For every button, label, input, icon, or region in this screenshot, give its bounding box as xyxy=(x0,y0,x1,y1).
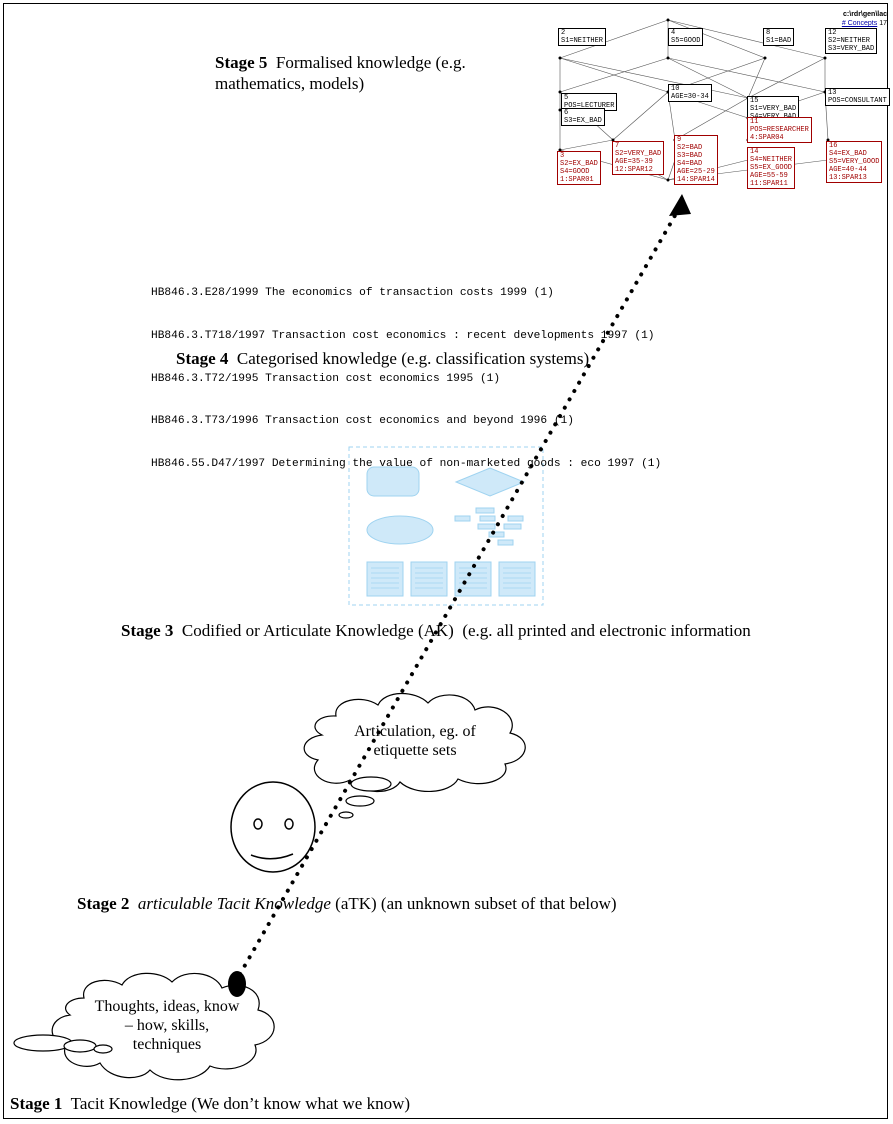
stage-3-text: Codified or Articulate Knowledge (AK) (e… xyxy=(181,621,751,640)
concepts-link[interactable]: # Concepts xyxy=(841,20,878,27)
catalogue-line: HB846.3.E28/1999 The economics of transa… xyxy=(151,287,554,300)
lattice-node-6: 6 S3=EX_BAD xyxy=(561,108,605,126)
lattice-header: c:\rdr\gen\lac # Concepts 17 xyxy=(842,10,887,28)
lattice-node-13: 13 POS=CONSULTANT xyxy=(825,88,890,106)
articulation-cloud-text: Articulation, eg. of etiquette sets xyxy=(354,723,476,759)
start-dot xyxy=(228,971,246,997)
thoughts-cloud-text: Thoughts, ideas, know – how, skills, tec… xyxy=(94,998,240,1053)
stage-2-caption: Stage 2 articulable Tacit Knowledge (aTK… xyxy=(77,893,797,914)
stage-4-text: Categorised knowledge (e.g. classificati… xyxy=(236,349,590,368)
codified-text-lines xyxy=(371,567,531,589)
catalogue-line: HB846.3.T718/1997 Transaction cost econo… xyxy=(151,330,655,342)
lattice-node-8: 8 S1=BAD xyxy=(763,28,795,46)
lattice-node-14: 14 S4=NEITHER S5=EX_GOOD AGE=55-59 11:SP… xyxy=(747,147,796,189)
stage-2-label: Stage 2 xyxy=(77,894,130,913)
stage-2-text: (aTK) (an unknown subset of that below) xyxy=(335,894,617,913)
catalogue-line: HB846.3.T73/1996 Transaction cost econom… xyxy=(151,415,574,428)
page-border xyxy=(3,3,888,1119)
stage-1-text: Tacit Knowledge (We don’t know what we k… xyxy=(70,1094,411,1113)
stage-1-label: Stage 1 xyxy=(10,1094,63,1113)
stage-1-caption: Stage 1 Tacit Knowledge (We don’t know w… xyxy=(10,1093,710,1114)
stage-4-caption: Stage 4 Categorised knowledge (e.g. clas… xyxy=(176,348,736,369)
catalogue-line: HB846.55.D47/1997 Determining the value … xyxy=(151,457,662,470)
lattice-node-11: 11 POS=RESEARCHER 4:SPAR04 xyxy=(747,117,812,143)
stage-3-label: Stage 3 xyxy=(121,621,174,640)
lattice-node-12: 12 S2=NEITHER S3=VERY_BAD xyxy=(825,28,878,54)
lattice-node-9: 9 S2=BAD S3=BAD S4=BAD AGE=25-29 14:SPAR… xyxy=(674,135,718,185)
stage-4-label: Stage 4 xyxy=(176,349,229,368)
lattice-node-2: 2 S1=NEITHER xyxy=(558,28,607,46)
smiley-face xyxy=(230,781,316,873)
stage-5-caption: Stage 5 Formalised knowledge (e.g. mathe… xyxy=(215,52,545,94)
lattice-node-10: 10 AGE=30-34 xyxy=(668,84,712,102)
lattice-header-path: c:\rdr\gen\lac xyxy=(843,11,887,18)
trajectory-arrowhead xyxy=(669,194,691,216)
stage-5-text: Formalised knowledge (e.g. mathematics, … xyxy=(215,53,470,93)
stage-3-caption: Stage 3 Codified or Articulate Knowledge… xyxy=(121,620,841,641)
catalogue-line: HB846.3.T72/1995 Transaction cost econom… xyxy=(151,372,501,385)
thoughts-cloud xyxy=(13,972,275,1081)
stage-5-label: Stage 5 xyxy=(215,53,268,72)
lattice-node-3: 3 S2=EX_BAD S4=GOOD 1:SPAR01 xyxy=(557,151,601,185)
catalogue-listing: HB846.3.E28/1999 The economics of transa… xyxy=(151,258,661,499)
concepts-count: 17 xyxy=(879,20,887,27)
lattice-node-16: 16 S4=EX_BAD S5=VERY_GOOD AGE=40-44 13:S… xyxy=(826,141,883,183)
lattice-node-7: 7 S2=VERY_BAD AGE=35-39 12:SPAR12 xyxy=(612,141,665,175)
stage-2-italic: articulable Tacit Knowledge xyxy=(137,894,331,913)
lattice-node-4: 4 S5=GOOD xyxy=(668,28,704,46)
